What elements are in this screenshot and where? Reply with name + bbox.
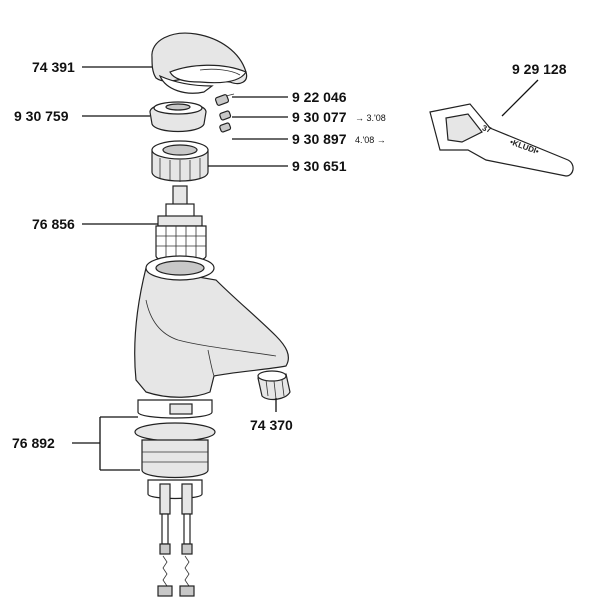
label-mounting-set: 76 892 xyxy=(12,435,55,451)
label-cartridge: 76 856 xyxy=(32,216,75,232)
wrench-part: •KLUDI• 37 xyxy=(429,103,574,177)
screw-b-part xyxy=(219,110,232,121)
handle-part xyxy=(151,32,248,94)
leader-lines xyxy=(72,66,539,471)
nut-part xyxy=(151,140,209,182)
tap-body xyxy=(134,255,289,398)
wrench-size-mark: 37 xyxy=(481,123,493,135)
label-screw-c: 9 30 897 xyxy=(292,131,347,147)
mounting-set-part xyxy=(134,399,216,515)
label-nut: 9 30 651 xyxy=(292,158,347,174)
label-aerator: 74 370 xyxy=(250,417,293,433)
label-screw-b: 9 30 077 xyxy=(292,109,347,125)
label-screw-a: 9 22 046 xyxy=(292,89,347,105)
note-screw-c: 4.'08 → xyxy=(355,135,386,145)
cover-cap-part xyxy=(149,101,207,133)
label-wrench: 9 29 128 xyxy=(512,61,567,77)
screw-a-part xyxy=(214,93,235,106)
cartridge-part xyxy=(155,185,207,263)
supply-hoses xyxy=(157,513,195,597)
label-handle: 74 391 xyxy=(32,59,75,75)
screw-c-part xyxy=(219,122,232,133)
label-cover-cap: 9 30 759 xyxy=(14,108,69,124)
aerator-part xyxy=(257,370,291,401)
note-screw-b: → 3.'08 xyxy=(355,113,386,123)
